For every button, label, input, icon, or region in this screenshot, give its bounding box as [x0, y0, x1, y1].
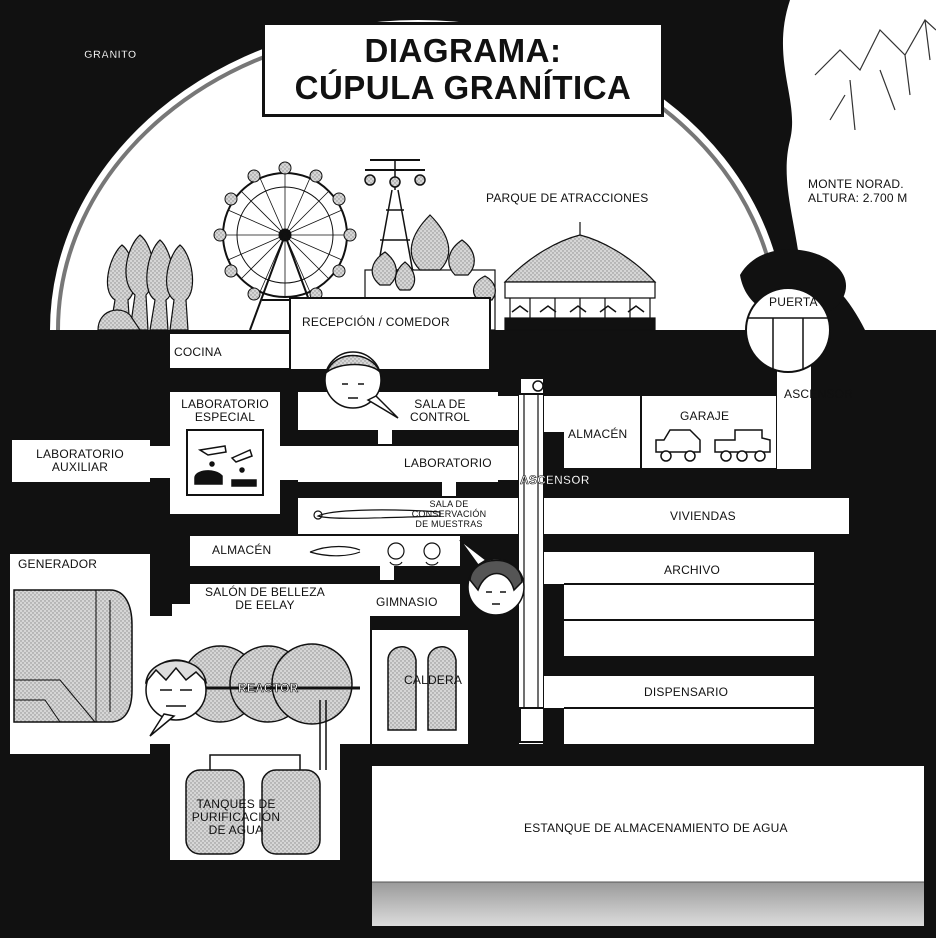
dispensario-connector — [544, 676, 564, 708]
label-monte-2: ALTURA: 2.700 M — [808, 191, 908, 205]
central-elevator — [517, 379, 545, 746]
hazard-icon — [194, 445, 257, 487]
purification-tanks — [185, 700, 327, 855]
water — [372, 882, 924, 926]
label-almacen-left: ALMACÉN — [212, 543, 272, 557]
label-laboratorio: LABORATORIO — [404, 456, 492, 470]
label-gimnasio: GIMNASIO — [376, 595, 438, 609]
label-conservacion-1: SALA DE — [429, 499, 469, 509]
viviendas-room — [564, 498, 849, 534]
dispensario-room — [564, 676, 814, 744]
title-line1: DIAGRAMA: — [364, 32, 562, 70]
label-recepcion: RECEPCIÓN / COMEDOR — [302, 315, 450, 329]
label-garaje: GARAJE — [680, 409, 730, 423]
label-dispensario: DISPENSARIO — [644, 685, 729, 699]
sample-icons — [309, 509, 441, 566]
label-ascensor-center: ASCENSOR — [520, 473, 590, 487]
label-parque: PARQUE DE ATRACCIONES — [486, 191, 649, 205]
label-salon-2: DE EELAY — [235, 598, 295, 612]
label-caldera: CALDERA — [404, 673, 463, 687]
portrait-1 — [324, 351, 399, 419]
laboratorio-room — [298, 446, 498, 482]
conservacion-room — [298, 498, 498, 534]
gimnasio-room — [340, 584, 460, 616]
label-ascensor-right: ASCENSOR — [784, 387, 853, 401]
label-estanque: ESTANQUE DE ALMACENAMIENTO DE AGUA — [524, 821, 788, 835]
elevator-connector-1 — [498, 396, 518, 430]
muestras-room — [298, 536, 460, 566]
title-box: DIAGRAMA: CÚPULA GRANÍTICA — [262, 22, 664, 117]
lab-aux-connector — [150, 446, 170, 478]
label-conservacion-3: DE MUESTRAS — [415, 519, 483, 529]
mountain-sky — [782, 0, 936, 330]
label-cocina: COCINA — [174, 345, 222, 359]
label-tanques-3: DE AGUA — [208, 823, 264, 837]
garage-vehicles — [655, 429, 771, 462]
label-salon-1: SALÓN DE BELLEZA — [205, 585, 325, 599]
carousel — [503, 222, 657, 331]
label-tanques-2: PURIFICACIÓN — [191, 810, 281, 824]
recepcion-room — [289, 297, 491, 371]
mountain-ridges — [814, 19, 936, 131]
label-lab-aux-2: AUXILIAR — [51, 460, 109, 474]
label-lab-aux-1: LABORATORIO — [36, 447, 124, 461]
connector-3 — [380, 566, 394, 580]
generator-machine — [13, 589, 133, 723]
viviendas-connector — [544, 498, 564, 534]
elevator-connector-3 — [498, 498, 518, 534]
salon-connector — [172, 604, 190, 616]
label-lab-especial-2: ESPECIAL — [194, 410, 256, 424]
label-generador: GENERADOR — [18, 557, 98, 571]
salon-room — [190, 584, 340, 616]
label-conservacion-2: CONSERVACIÓN — [411, 509, 487, 519]
archivo-room — [564, 552, 814, 656]
drop-tower — [364, 159, 426, 301]
label-lab-especial-1: LABORATORIO — [181, 397, 269, 411]
portrait-2 — [459, 539, 525, 616]
label-monte-1: MONTE NORAD. — [808, 177, 904, 191]
almacen-right-room — [564, 396, 640, 468]
title-line2: CÚPULA GRANÍTICA — [294, 68, 632, 106]
label-archivo: ARCHIVO — [664, 563, 721, 577]
trees — [97, 234, 194, 331]
portrait-3 — [144, 659, 208, 737]
label-almacen-right: ALMACÉN — [568, 427, 628, 441]
right-connector — [544, 396, 564, 432]
label-tanques-1: TANQUES DE — [196, 797, 276, 811]
almacen-left-room — [190, 536, 298, 566]
connector-1 — [378, 430, 392, 444]
door-circle — [745, 287, 831, 373]
label-reactor: REACTOR — [238, 681, 299, 695]
label-puerta: PUERTA — [769, 295, 818, 309]
connector-2 — [442, 482, 456, 496]
label-sala-control-1: SALA DE — [414, 397, 466, 411]
elevator-connector-2 — [498, 446, 518, 480]
lab-connector — [280, 446, 298, 480]
cocina-ext — [230, 334, 290, 368]
label-sala-control-2: CONTROL — [409, 410, 471, 424]
lab-aux-room — [12, 440, 150, 482]
label-viviendas: VIVIENDAS — [670, 509, 736, 523]
archivo-connector — [544, 552, 564, 584]
caldera-tanks — [387, 646, 457, 731]
label-granito: GRANITO — [84, 49, 137, 61]
cocina-room — [170, 334, 230, 368]
